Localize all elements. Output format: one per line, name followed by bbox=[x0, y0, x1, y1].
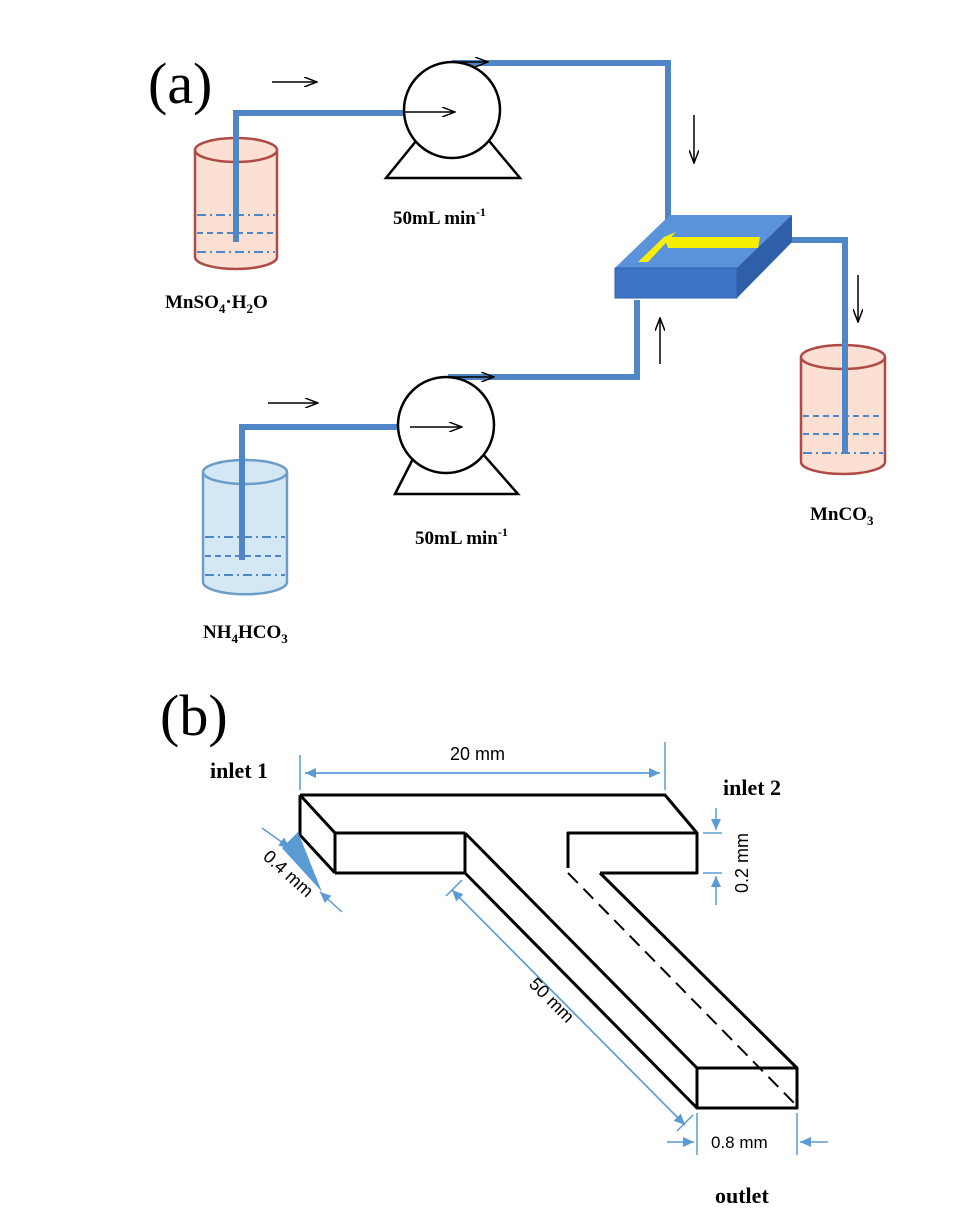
outlet-label: outlet bbox=[715, 1183, 769, 1208]
product-label: MnCO3 bbox=[810, 504, 874, 528]
beaker-nh4hco3 bbox=[201, 427, 289, 596]
inlet-1-label: inlet 1 bbox=[210, 758, 268, 783]
pump-2 bbox=[392, 377, 521, 496]
t-channel bbox=[298, 793, 799, 1110]
reagent-2-label: NH4HCO3 bbox=[203, 622, 288, 646]
dim-height: 0.2 mm bbox=[732, 833, 752, 893]
width-marker bbox=[282, 832, 322, 892]
beaker-mnco3 bbox=[799, 300, 887, 476]
pump-2-rate-label: 50mL min-1 bbox=[415, 525, 508, 549]
inlet-2-label: inlet 2 bbox=[723, 775, 781, 800]
microreactor bbox=[614, 215, 792, 299]
panel-a-label: (a) bbox=[148, 51, 212, 116]
reagent-1-label: MnSO4·H2O bbox=[165, 292, 268, 316]
dimensions bbox=[261, 742, 828, 1155]
flow-arrows bbox=[268, 82, 858, 403]
dim-width-outlet: 0.8 mm bbox=[711, 1133, 768, 1152]
pump-1 bbox=[383, 62, 523, 180]
panel-b-label: (b) bbox=[160, 683, 228, 748]
pump-1-rate-label: 50mL min-1 bbox=[393, 205, 486, 229]
dim-length-top: 20 mm bbox=[450, 744, 505, 764]
hidden-edge bbox=[567, 872, 798, 1107]
beaker-mnso4 bbox=[193, 113, 279, 271]
